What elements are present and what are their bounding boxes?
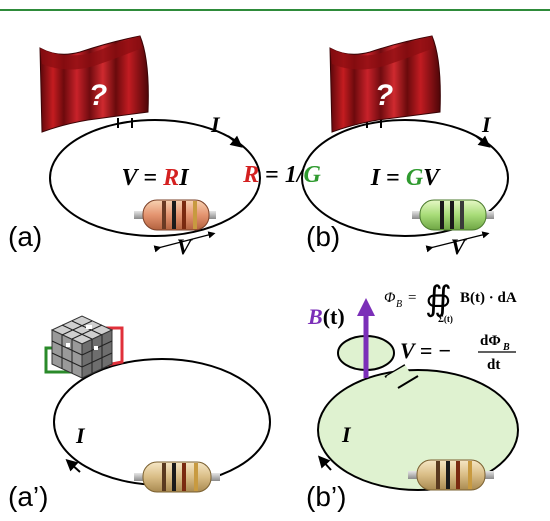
current-arrow-a [227, 135, 243, 148]
rubiks-cube [50, 315, 114, 379]
voltage-arrow-a [153, 231, 216, 253]
current-arrow-b [475, 135, 491, 148]
curtain-box-a: ? [39, 35, 149, 133]
panel-label-a: (a) [8, 221, 42, 252]
ohm-equation-a: V = RI [121, 165, 190, 191]
voltage-label-a: V [177, 234, 194, 259]
flux-equation: Φ B = ∯ Σ(t) B(t) · dA [384, 281, 517, 324]
field-arrow-head [357, 298, 375, 316]
conductance-relation: R = 1/G [242, 162, 321, 188]
svg-text:Φ: Φ [384, 290, 396, 306]
resistor-a [134, 199, 216, 231]
current-arrow-a-prime [65, 458, 81, 473]
current-arrow-b-prime [317, 455, 332, 471]
current-label-b: I [481, 112, 492, 137]
panel-label-b-prime: (b’) [306, 481, 346, 512]
emf-equation: V = − dΦ B dt [400, 333, 516, 373]
panel-b: ? I I = GV V (b) [301, 35, 509, 259]
svg-text:dt: dt [487, 357, 500, 373]
ohm-equation-b: I = GV [370, 165, 441, 191]
resistor-b-prime [408, 459, 494, 491]
mystery-mark-a: ? [89, 79, 107, 112]
panel-a: ? I V = RI V (a) [8, 35, 261, 259]
loop-neck [384, 364, 419, 389]
current-label-a-prime: I [75, 423, 86, 448]
panel-label-b: (b) [306, 221, 340, 252]
resistor-b [412, 199, 494, 231]
current-label-b-prime: I [341, 422, 352, 447]
panel-b-prime: B(t) Φ B = ∯ Σ(t) B(t) · dA V = − dΦ B d… [306, 281, 519, 512]
svg-text:Σ(t): Σ(t) [438, 314, 453, 324]
current-label-a: I [210, 112, 221, 137]
voltage-label-b: V [451, 234, 468, 259]
resistor-a-prime [134, 461, 220, 493]
svg-text:∯: ∯ [425, 281, 452, 318]
curtain-box-b: ? [329, 35, 441, 133]
svg-text:B: B [396, 299, 402, 310]
svg-text:B(t) · dA: B(t) · dA [460, 290, 517, 306]
panel-label-a-prime: (a’) [8, 481, 48, 512]
svg-text:=: = [408, 290, 416, 306]
panel-a-prime: I (a’) [8, 315, 271, 512]
svg-text:V = −: V = − [400, 338, 451, 363]
field-label: B(t) [307, 304, 345, 329]
mystery-mark-b: ? [375, 79, 393, 112]
circuit-loop-b [301, 119, 509, 237]
svg-text:B: B [502, 342, 510, 353]
svg-text:dΦ: dΦ [480, 333, 501, 349]
curtain-link-a [117, 118, 133, 128]
voltage-arrow-b [425, 231, 490, 253]
